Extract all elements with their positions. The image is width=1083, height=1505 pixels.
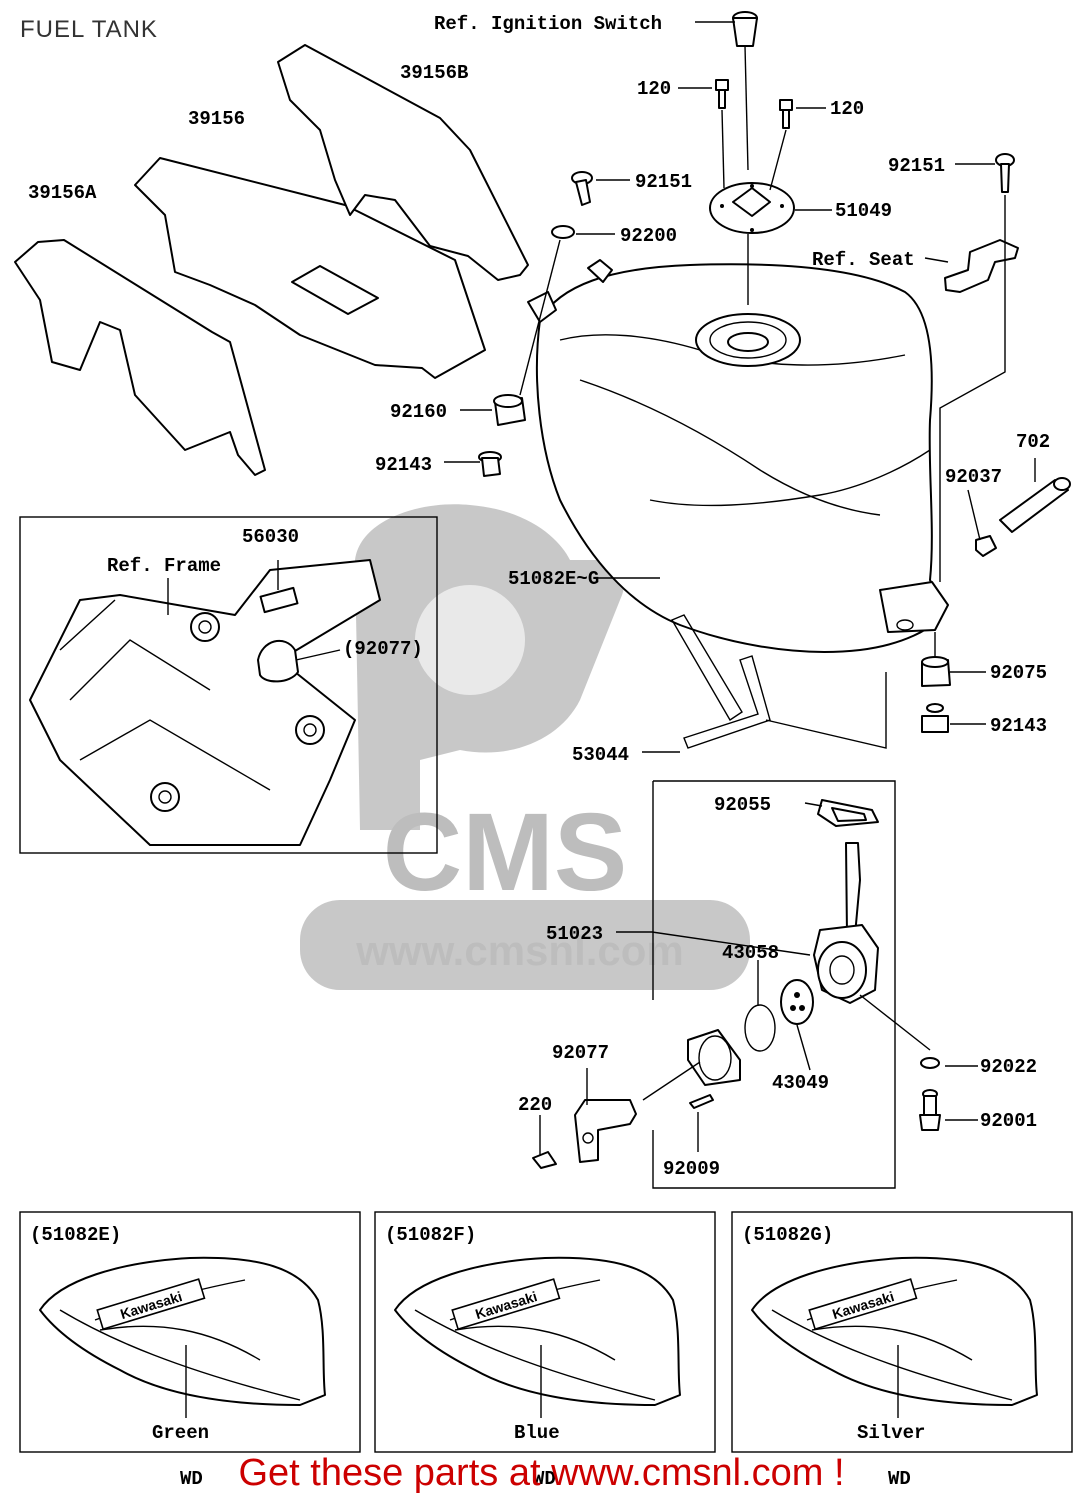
seat-bracket[interactable] <box>944 239 1019 293</box>
page-title: FUEL TANK <box>20 16 158 43</box>
label-220[interactable]: 220 <box>518 1094 552 1116</box>
hose-702[interactable] <box>999 477 1071 533</box>
insulator-39156A[interactable] <box>14 239 266 476</box>
label-ref-frame: Ref. Frame <box>107 555 221 577</box>
insulator-39156[interactable] <box>134 157 486 379</box>
label-92143-a[interactable]: 92143 <box>375 454 432 476</box>
leader-lines <box>167 21 1036 1155</box>
label-702[interactable]: 702 <box>1016 431 1050 453</box>
fuel-tap-inset <box>652 780 896 1189</box>
promo-banner-link[interactable]: Get these parts at www.cmsnl.com ! <box>238 1452 845 1494</box>
variant-color-label: Green <box>152 1422 209 1444</box>
label-53044[interactable]: 53044 <box>572 744 629 766</box>
wd-mark-left: WD <box>180 1468 203 1490</box>
label-92200[interactable]: 92200 <box>620 225 677 247</box>
label-92151-b[interactable]: 92151 <box>888 155 945 177</box>
filler-cap-51049[interactable] <box>709 182 795 234</box>
label-120-a[interactable]: 120 <box>637 78 671 100</box>
ignition-switch-plug[interactable] <box>732 11 758 47</box>
label-92009[interactable]: 92009 <box>663 1158 720 1180</box>
label-92143-b[interactable]: 92143 <box>990 715 1047 737</box>
washer-92022[interactable] <box>920 1057 940 1069</box>
label-92001[interactable]: 92001 <box>980 1110 1037 1132</box>
variant-color-label: Silver <box>857 1422 925 1444</box>
label-92077[interactable]: 92077 <box>552 1042 609 1064</box>
wd-mark-right: WD <box>888 1468 911 1490</box>
o-ring-43058[interactable] <box>744 1004 776 1052</box>
gasket-43049[interactable] <box>780 979 814 1025</box>
label-43058[interactable]: 43058 <box>722 942 779 964</box>
variant-panel-blue[interactable]: (51082F) Kawasaki Blue <box>374 1211 716 1453</box>
screw-120-right[interactable] <box>779 99 793 129</box>
gasket-92055[interactable] <box>817 799 879 827</box>
label-ref-ignition-switch: Ref. Ignition Switch <box>434 13 662 35</box>
variant-color-label: Blue <box>514 1422 560 1444</box>
label-92077-ref[interactable]: (92077) <box>343 638 423 660</box>
variant-panel-silver[interactable]: (51082G) Kawasaki Silver <box>731 1211 1073 1453</box>
variant-code: (51082G) <box>742 1224 833 1246</box>
label-43049[interactable]: 43049 <box>772 1072 829 1094</box>
label-56030[interactable]: 56030 <box>242 526 299 548</box>
plate-92077-body[interactable] <box>687 1029 741 1086</box>
fuel-tap-51023[interactable] <box>813 842 879 1004</box>
label-92055[interactable]: 92055 <box>714 794 771 816</box>
label-51023[interactable]: 51023 <box>546 923 603 945</box>
variant-code: (51082F) <box>385 1224 476 1246</box>
variant-panel-green[interactable]: (51082E) Kawasaki Green <box>19 1211 361 1453</box>
label-92022[interactable]: 92022 <box>980 1056 1037 1078</box>
label-39156[interactable]: 39156 <box>188 108 245 130</box>
watermark-url: www.cmsnl.com <box>355 927 684 974</box>
bolt-92001[interactable] <box>919 1089 941 1131</box>
seal-53044[interactable] <box>670 614 771 749</box>
part-labels: Ref. Ignition Switch 120 120 92151 92151… <box>28 13 1050 1180</box>
insulator-39156B[interactable] <box>277 44 529 281</box>
fuel-tank[interactable] <box>527 259 949 653</box>
wd-mark-center: WD <box>533 1468 556 1490</box>
clip-92037[interactable] <box>975 535 997 557</box>
bolt-92151-left[interactable] <box>571 171 593 206</box>
label-92160[interactable]: 92160 <box>390 401 447 423</box>
label-ref-seat: Ref. Seat <box>812 249 915 271</box>
lever-92077[interactable] <box>574 1099 637 1163</box>
label-120-b[interactable]: 120 <box>830 98 864 120</box>
label-39156A[interactable]: 39156A <box>28 182 97 204</box>
label-51049[interactable]: 51049 <box>835 200 892 222</box>
screw-92009[interactable] <box>689 1094 714 1109</box>
bolt-92151-right[interactable] <box>995 153 1015 193</box>
washer-92200[interactable] <box>551 225 575 239</box>
label-92075[interactable]: 92075 <box>990 662 1047 684</box>
damper-92075[interactable] <box>921 656 951 687</box>
frame-reference-inset <box>19 516 438 854</box>
variant-code: (51082E) <box>30 1224 121 1246</box>
collar-92143-left[interactable] <box>478 451 502 477</box>
screw-220[interactable] <box>532 1151 557 1169</box>
label-92151-a[interactable]: 92151 <box>635 171 692 193</box>
damper-92160[interactable] <box>493 394 526 426</box>
screw-120-left[interactable] <box>715 79 729 109</box>
label-39156B[interactable]: 39156B <box>400 62 468 84</box>
label-51082E-G[interactable]: 51082E~G <box>508 568 599 590</box>
collar-92143-right[interactable] <box>921 703 949 733</box>
label-92037[interactable]: 92037 <box>945 466 1002 488</box>
